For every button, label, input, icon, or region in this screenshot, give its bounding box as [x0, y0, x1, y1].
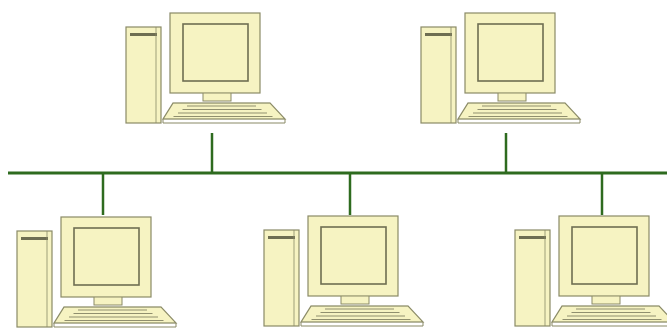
monitor-stand [202, 92, 232, 102]
monitor-screen [477, 23, 544, 82]
tower-case [420, 26, 457, 124]
keyboard [299, 305, 425, 323]
drive-slot [21, 237, 48, 240]
monitor-stand [591, 295, 621, 305]
keyboard [456, 102, 582, 120]
monitor-stand [93, 296, 123, 306]
drive-slot [268, 236, 295, 239]
monitor-stand [340, 295, 370, 305]
bottom-right-computer-icon [514, 215, 667, 327]
tower-case [263, 229, 300, 327]
drive-slot [425, 33, 452, 36]
tower-case [125, 26, 162, 124]
tower-case [514, 229, 551, 327]
monitor-stand [497, 92, 527, 102]
bottom-middle-computer-icon [263, 215, 425, 327]
bottom-left-computer-icon [16, 216, 178, 328]
drive-slot [519, 236, 546, 239]
drive-slot [130, 33, 157, 36]
monitor-screen [73, 227, 140, 286]
monitor-screen [571, 226, 638, 285]
keyboard [52, 306, 178, 324]
keyboard [550, 305, 667, 323]
monitor-screen [320, 226, 387, 285]
monitor-screen [182, 23, 249, 82]
keyboard [161, 102, 287, 120]
top-right-computer-icon [420, 12, 582, 124]
top-left-computer-icon [125, 12, 287, 124]
tower-case [16, 230, 53, 328]
